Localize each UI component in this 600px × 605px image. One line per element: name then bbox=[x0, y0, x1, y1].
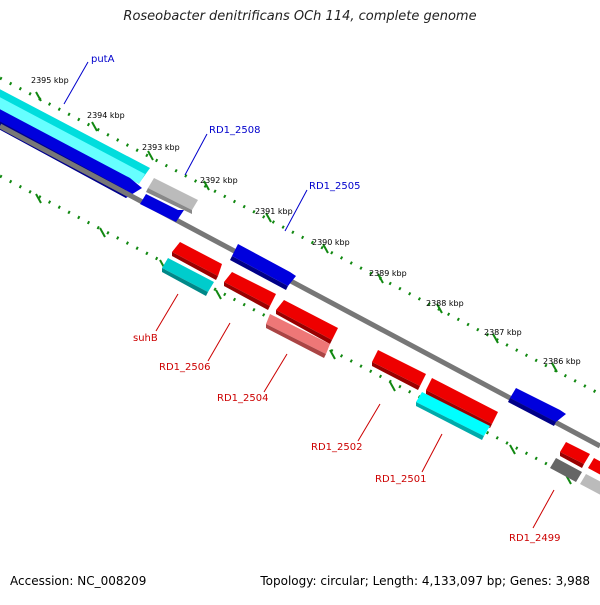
tick-mark bbox=[203, 180, 210, 191]
suhB-gene-shade bbox=[162, 268, 208, 296]
suhB-callout bbox=[155, 293, 179, 332]
suhB-gene-red-shade bbox=[172, 252, 218, 280]
RD1_2504-gene[interactable] bbox=[266, 314, 330, 354]
forward-cds-gene-right[interactable] bbox=[510, 388, 566, 422]
gene-label-RD1_2501[interactable]: RD1_2501 bbox=[375, 474, 426, 485]
RD1_2499-gene-red-shade bbox=[560, 452, 584, 468]
RD1_2504-gene-shade bbox=[266, 324, 326, 358]
RD1_2499-callout bbox=[532, 489, 555, 529]
tick-mark bbox=[492, 333, 499, 344]
RD1_2499-gene[interactable] bbox=[550, 458, 582, 482]
genome-summary-text: Topology: circular; Length: 4,133,097 bp… bbox=[260, 574, 590, 588]
RD1_2508-callout bbox=[184, 133, 208, 176]
tick-mark bbox=[215, 289, 222, 300]
tick-label: 2392 kbp bbox=[200, 176, 238, 185]
RD1_2499-gene-pseudo[interactable] bbox=[580, 474, 600, 502]
gene-label-RD1_2506[interactable]: RD1_2506 bbox=[159, 362, 210, 373]
tick-mark bbox=[551, 362, 558, 373]
tick-label: 2391 kbp bbox=[255, 207, 293, 216]
forward-cds-putA-neighbor[interactable] bbox=[0, 104, 142, 198]
RD1_2504-callout bbox=[263, 353, 288, 393]
suhB-gene[interactable] bbox=[162, 258, 214, 292]
RD1_2502-gene[interactable] bbox=[372, 350, 426, 386]
gene-label-RD1_2508[interactable]: RD1_2508 bbox=[209, 125, 260, 136]
tick-label: 2388 kbp bbox=[426, 299, 464, 308]
tick-label: 2386 kbp bbox=[543, 357, 581, 366]
tick-mark bbox=[147, 150, 154, 161]
tick-label: 2394 kbp bbox=[87, 111, 125, 120]
RD1_2502-gene-shade bbox=[372, 362, 420, 390]
RD1_2506-gene[interactable] bbox=[224, 272, 276, 306]
tick-mark bbox=[91, 121, 98, 132]
forward-cds-gene-right-shade bbox=[508, 398, 556, 426]
RD1_2508-gene-shade bbox=[146, 188, 192, 214]
RD1_2501-gene-red-shade bbox=[426, 390, 492, 428]
suhB-gene-red[interactable] bbox=[172, 242, 222, 276]
tick-label: 2390 kbp bbox=[312, 238, 350, 247]
label-callouts bbox=[63, 61, 555, 529]
RD1_2508-gene[interactable] bbox=[148, 178, 198, 210]
gene-label-RD1_2504[interactable]: RD1_2504 bbox=[217, 393, 268, 404]
RD1_2501-gene-shade bbox=[416, 402, 484, 440]
tick-mark bbox=[265, 212, 272, 223]
outer-ruler-track bbox=[0, 76, 600, 396]
RD1_2499-gene-red-right[interactable] bbox=[588, 458, 600, 482]
tick-mark bbox=[99, 227, 106, 238]
map-canvas: 2395 kbp 2394 kbp 2393 kbp 2392 kbp 2391… bbox=[0, 54, 600, 544]
tick-mark bbox=[35, 91, 42, 102]
gene-label-RD1_2499[interactable]: RD1_2499 bbox=[509, 533, 560, 544]
forward-cds-gene[interactable] bbox=[140, 194, 184, 222]
tick-mark bbox=[509, 444, 516, 455]
RD1_2505-callout bbox=[284, 189, 308, 232]
tick-label: 2389 kbp bbox=[369, 269, 407, 278]
RD1_2501-callout bbox=[421, 433, 443, 473]
tick-mark bbox=[436, 303, 443, 314]
RD1_2506-callout bbox=[207, 322, 231, 362]
gene-label-RD1_2502[interactable]: RD1_2502 bbox=[311, 442, 362, 453]
RD1_2505-gene[interactable] bbox=[232, 244, 296, 286]
tick-label: 2387 kbp bbox=[484, 328, 522, 337]
RD1_2504-gene-red[interactable] bbox=[276, 300, 338, 340]
RD1_2501-gene-red[interactable] bbox=[426, 378, 498, 424]
RD1_2504-gene-red-shade bbox=[276, 310, 332, 344]
RD1_2502-callout bbox=[357, 403, 381, 442]
RD1_2501-gene[interactable] bbox=[416, 392, 490, 436]
tick-mark bbox=[329, 349, 336, 360]
tick-label: 2395 kbp bbox=[31, 76, 69, 85]
RD1_2499-gene-red[interactable] bbox=[560, 442, 590, 464]
tick-mark bbox=[322, 243, 329, 254]
tick-mark bbox=[377, 273, 384, 284]
RD1_2505-gene-shade bbox=[230, 256, 288, 290]
accession-text: Accession: NC_008209 bbox=[10, 574, 147, 588]
gene-label-suhB[interactable]: suhB bbox=[133, 333, 158, 344]
RD1_2506-gene-shade bbox=[224, 282, 270, 310]
tick-label: 2393 kbp bbox=[142, 143, 180, 152]
tick-mark bbox=[35, 193, 42, 204]
tick-mark bbox=[389, 381, 396, 392]
putA-callout bbox=[63, 61, 89, 105]
gene-label-RD1_2505[interactable]: RD1_2505 bbox=[309, 181, 360, 192]
genome-title: Roseobacter denitrificans OCh 114, compl… bbox=[123, 9, 477, 24]
genome-backbone bbox=[0, 123, 600, 449]
gene-label-putA[interactable]: putA bbox=[91, 54, 115, 65]
putA-gene-inner[interactable] bbox=[0, 92, 145, 184]
